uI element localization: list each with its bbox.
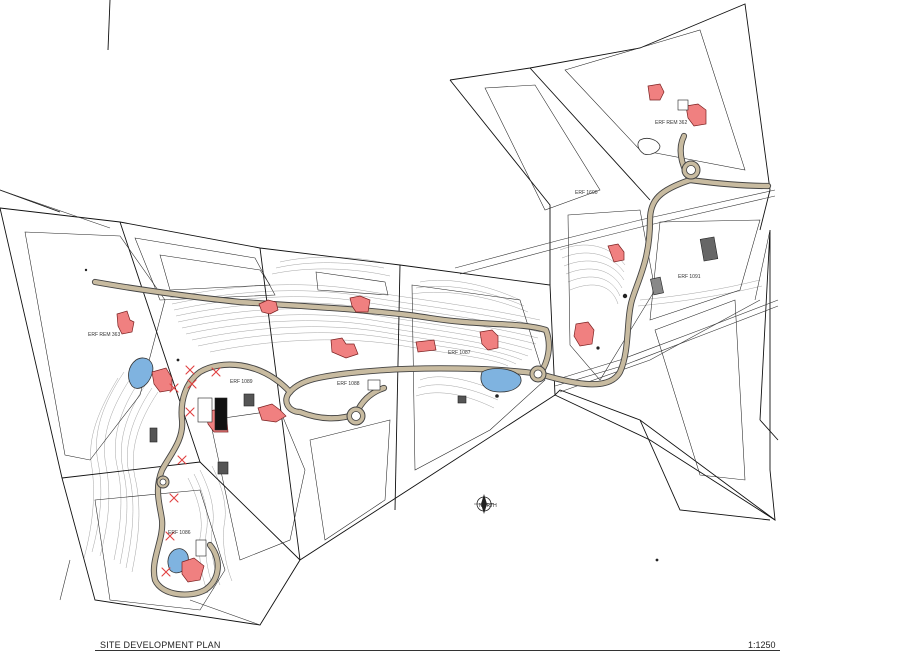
building (685, 103, 707, 127)
building-existing (457, 395, 467, 404)
title-rule (95, 650, 780, 651)
building-existing (195, 539, 207, 557)
building (647, 83, 665, 101)
building-existing (214, 397, 228, 431)
contour-lines (83, 244, 763, 594)
pond (637, 138, 661, 155)
ponds (128, 138, 661, 574)
erf-label: ERF 1088 (337, 381, 360, 387)
building-existing (650, 276, 664, 296)
north-arrow: NORTH (474, 494, 497, 514)
pond (128, 357, 154, 389)
building-existing (699, 236, 719, 262)
erf-label: ERF REM 362 (655, 120, 687, 126)
building (573, 321, 595, 347)
turning-circle (156, 475, 170, 489)
drawing-scale: 1:1250 (748, 640, 776, 650)
building-existing (197, 397, 213, 423)
building-existing (217, 461, 229, 475)
north-label: NORTH (479, 503, 497, 509)
site-details (84, 268, 659, 562)
pond (480, 368, 522, 393)
service-lines (0, 189, 779, 626)
building (349, 295, 371, 313)
erf-label: ERF REM 363 (88, 332, 120, 338)
building-existing (677, 99, 689, 111)
turning-circle (681, 160, 701, 180)
road-network (91, 132, 772, 598)
building (607, 243, 625, 263)
building (181, 557, 205, 583)
building-existing (243, 393, 255, 407)
erf-label: ERF 1089 (230, 379, 253, 385)
buildings-existing (149, 99, 719, 557)
turning-circles (156, 160, 701, 489)
building-existing (367, 379, 381, 391)
turning-circle (529, 365, 547, 383)
building (151, 367, 173, 393)
building (116, 310, 135, 335)
turning-circle (346, 406, 366, 426)
drawing-title: SITE DEVELOPMENT PLAN (100, 640, 221, 650)
erf-boundaries (0, 0, 779, 626)
building (479, 329, 499, 351)
erf-label: ERF 1087 (448, 350, 471, 356)
building (415, 339, 437, 353)
removal-marks (161, 365, 221, 577)
erf-label: ERF 1690 (575, 190, 598, 196)
erf-label: ERF 1086 (168, 530, 191, 536)
building (257, 403, 287, 423)
building (330, 337, 359, 359)
erf-inner-outlines (24, 29, 771, 611)
erf-label: ERF 1091 (678, 274, 701, 280)
erf-labels: ERF REM 362 ERF 1690 ERF 1091 ERF REM 36… (88, 120, 701, 536)
building-existing (149, 427, 158, 443)
building (258, 299, 279, 315)
